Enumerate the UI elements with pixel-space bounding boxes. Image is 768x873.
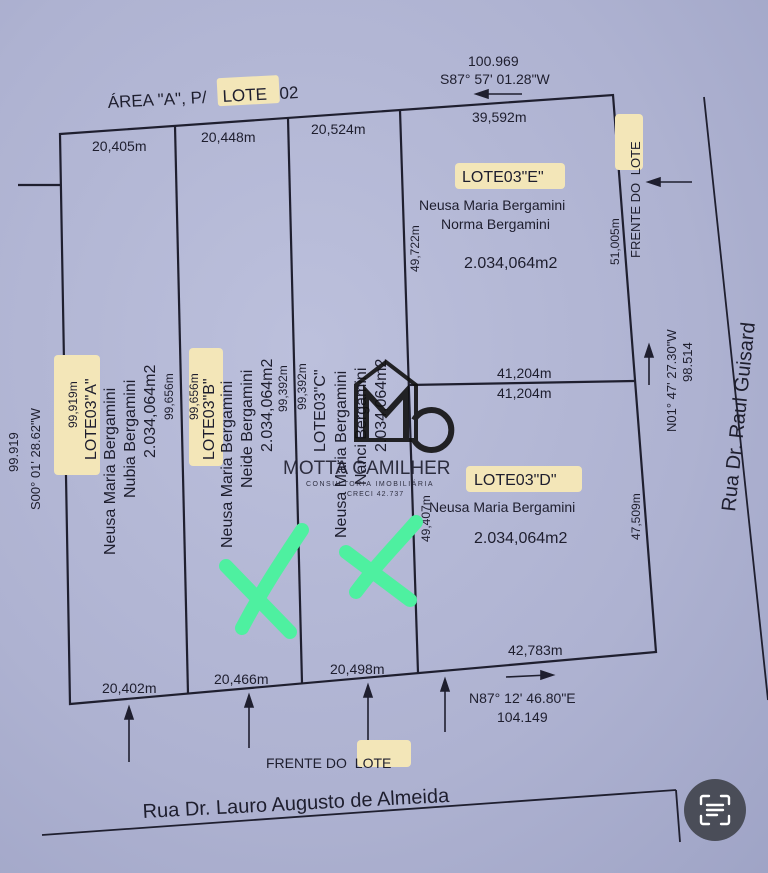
arrow-icon [243, 692, 255, 708]
lot-e-left: 49,722m [408, 225, 422, 272]
lot-b-owner1: Neusa Maria Bergamini [219, 381, 236, 548]
lot-b-owner2: Neide Bergamini [239, 370, 256, 488]
lot-b-right: 99,392m [276, 365, 290, 412]
lot-d-top: 41,204m [497, 385, 551, 401]
divider-e-d [407, 379, 635, 387]
arrow-icon [123, 704, 135, 720]
house-logo-icon [354, 359, 418, 442]
lot-e-name: LOTE03"E" [462, 169, 544, 186]
lot-e-name-highlight [455, 163, 565, 189]
divider-a-b [173, 125, 190, 695]
left-distance: 99.919 [6, 432, 21, 472]
lot-d-right: 47,509m [629, 493, 643, 540]
watermark-brand: MOTTA CAMILHER [283, 458, 451, 479]
lot-a-name: LOTE03"A" [83, 378, 100, 460]
outer-boundary [58, 93, 658, 706]
divider-b-c [286, 117, 304, 684]
lot-d-owner1: Neusa Maria Bergamini [429, 499, 575, 515]
lot-c-left: 99,392m [295, 363, 309, 410]
bottom-distance: 104.149 [497, 709, 548, 725]
lot-a-name-highlight [54, 355, 100, 475]
frente-right: FRENTE DO LOTE [628, 141, 643, 258]
lot-e-right: 51,005m [608, 218, 622, 265]
arrows [123, 88, 692, 762]
area-title-suffix: 02 [279, 83, 299, 103]
frente-right-highlight [615, 114, 643, 170]
area-title: ÁREA "A", P/ LOTE 02 [107, 75, 299, 112]
lot-a: 20,405m 20,402m 99,919m LOTE03"A" Neusa … [54, 138, 176, 696]
lot-b-name: LOTE03"B" [201, 378, 218, 460]
boundary-lines [18, 93, 768, 843]
lot-a-owner1: Neusa Maria Bergamini [102, 388, 119, 555]
frente-right-prefix: FRENTE DO [628, 183, 643, 258]
text-scan-button[interactable] [684, 779, 746, 841]
lot-c-bottom: 20,498m [330, 661, 384, 677]
arrow-icon [643, 342, 655, 358]
lot-b-top: 20,448m [201, 129, 255, 145]
bottom-bearing: N87° 12' 46.80"E [469, 690, 576, 706]
lot-b-area: 2.034,064m2 [259, 358, 276, 452]
street-right: Rua Dr. Raul Guisard [718, 321, 760, 512]
lot-b-left: 99,656m [187, 373, 201, 420]
lot-e-area: 2.034,064m2 [464, 255, 558, 272]
lot-e-owner1: Neusa Maria Bergamini [419, 197, 565, 213]
lot-c-name: LOTE03"C" [312, 370, 329, 453]
watermark-sub: CONSULTORIA IMOBILIÁRIA [306, 479, 434, 488]
lot-d-name: LOTE03"D" [474, 472, 557, 489]
watermark: MOTTA CAMILHER CONSULTORIA IMOBILIÁRIA C… [283, 359, 455, 498]
top-distance: 100.969 [468, 53, 519, 69]
watermark-creci: CRECI 42.737 [347, 491, 404, 498]
top-bearing: S87° 57' 01.28"W [440, 71, 551, 87]
area-title-prefix: ÁREA "A", P/ [107, 88, 207, 112]
lot-d: 41,204m LOTE03"D" Neusa Maria Bergamini … [419, 385, 643, 658]
area-title-highlight [216, 75, 280, 107]
frente-bottom-lote: LOTE [355, 755, 392, 771]
text-scan-icon [699, 794, 731, 826]
lot-e-owner2: Norma Bergamini [441, 216, 550, 232]
lot-b: 20,448m 20,466m 99,656m LOTE03"B" Neusa … [187, 129, 290, 687]
lot-e: 39,592m LOTE03"E" Neusa Maria Bergamini … [408, 109, 622, 381]
frente-right-lote: LOTE [628, 141, 643, 175]
arrow-icon [540, 669, 556, 681]
right-distance: 98.514 [680, 342, 695, 382]
arrow-icon [439, 676, 451, 692]
lot-d-name-highlight [466, 466, 582, 492]
lot-d-bottom: 42,783m [508, 642, 562, 658]
frente-bottom-prefix: FRENTE DO [266, 755, 347, 771]
frente-bottom-highlight [357, 740, 411, 767]
right-bearing: N01° 47' 27.30"W [664, 329, 679, 432]
lot-c-owner1: Neusa Maria Bergamini [333, 371, 350, 538]
lot-a-owner2: Nubia Bergamini [122, 380, 139, 498]
lot-a-left: 99,919m [66, 381, 80, 428]
lot-b-name-highlight [189, 348, 223, 466]
bottom-street-tick [675, 789, 681, 843]
lot-e-top: 39,592m [472, 109, 526, 125]
lot-b-bottom: 20,466m [214, 671, 268, 687]
lot-c-top: 20,524m [311, 121, 365, 137]
lot-d-area: 2.034,064m2 [474, 530, 568, 547]
arrow-icon [645, 176, 661, 188]
check-mark-icon [339, 515, 423, 607]
right-street-line [703, 96, 768, 701]
check-marks [219, 515, 423, 639]
lot-a-area: 2.034,064m2 [142, 364, 159, 458]
arrow-icon [473, 88, 489, 100]
frente-bottom: FRENTE DO LOTE [266, 755, 391, 771]
lot-e-bottom: 41,204m [497, 365, 551, 381]
lot-a-top: 20,405m [92, 138, 146, 154]
check-mark-icon [219, 523, 309, 639]
lot-d-left: 49,407m [419, 495, 433, 542]
letter-m-logo-icon [363, 384, 409, 440]
arrow-icon [362, 682, 374, 698]
lot-a-bottom: 20,402m [102, 680, 156, 696]
letter-c-logo-icon [411, 407, 455, 453]
left-bearing: S00° 01' 28.62"W [28, 407, 43, 510]
bottom-street-line [41, 789, 677, 836]
area-title-lote: LOTE [222, 85, 267, 106]
lot-a-right: 99,656m [162, 373, 176, 420]
